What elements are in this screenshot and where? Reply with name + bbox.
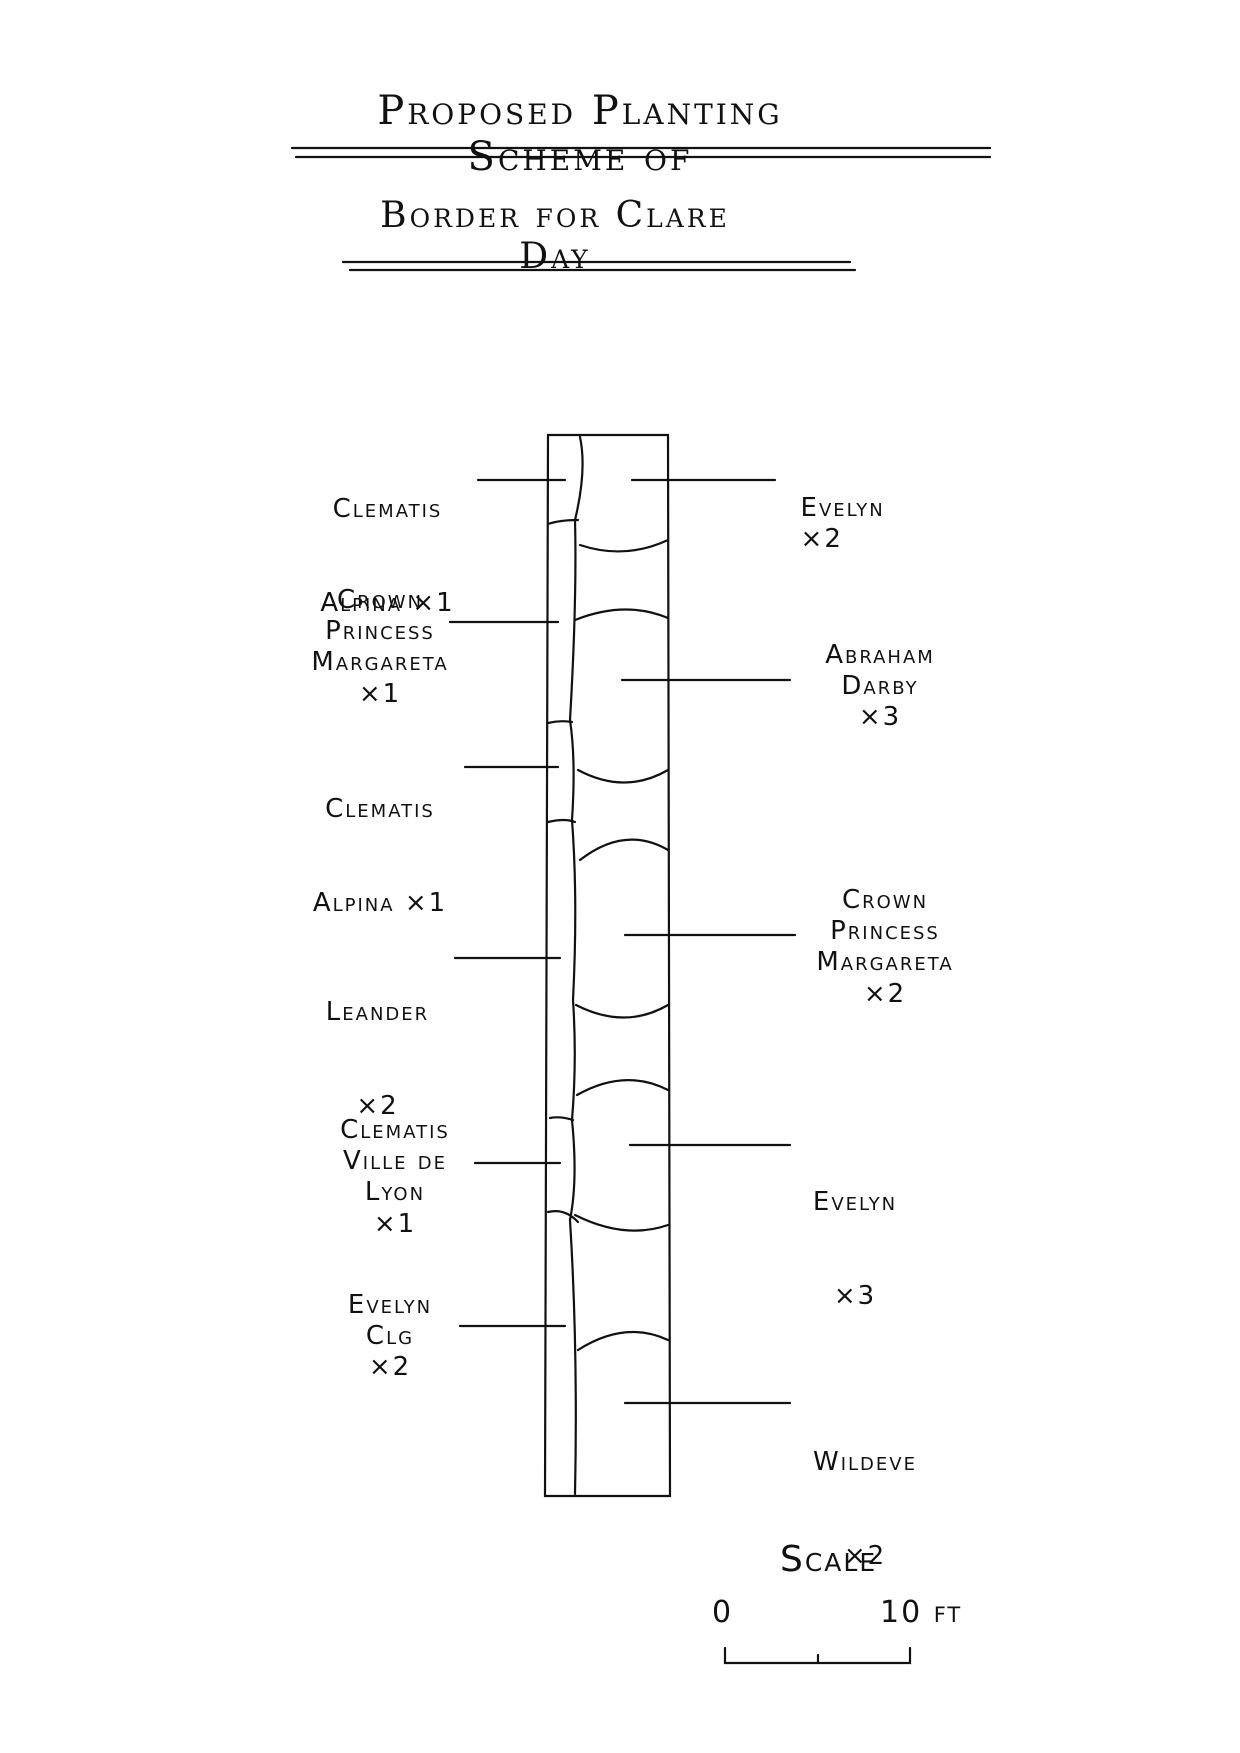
label-count: ×1 [373, 1208, 417, 1239]
label-count: ×3 [833, 1280, 877, 1311]
label-name: Clematis [332, 494, 443, 525]
label-right-crown-princess-margareta: Crown Princess Margareta ×2 [790, 885, 980, 1010]
label-name: Abraham Darby [825, 640, 935, 702]
label-count: ×2 [863, 978, 907, 1009]
left-division [548, 1116, 575, 1122]
label-count: ×2 [368, 1352, 412, 1383]
label-count: ×2 [800, 524, 843, 555]
label-left-clematis-ville-de-lyon: Clematis Ville de Lyon ×1 [320, 1115, 470, 1240]
label-right-evelyn-1: Evelyn ×2 [780, 462, 885, 556]
label-name: Crown Princess Margareta [816, 885, 954, 978]
label-name: Crown Princess Margareta [311, 585, 449, 678]
label-count: ×2 [843, 1540, 887, 1571]
scale-end: 10 ft [880, 1595, 963, 1630]
label-count: ×2 [356, 1090, 399, 1121]
right-division [576, 1330, 670, 1352]
label-name: Evelyn [800, 493, 885, 524]
left-division [546, 518, 580, 526]
right-division [576, 768, 670, 784]
right-division [578, 538, 670, 553]
right-division [578, 838, 670, 862]
label-count: Alpina ×1 [312, 887, 448, 918]
scale-start: 0 [712, 1595, 734, 1630]
label-name: Leander [325, 997, 430, 1028]
label-name: Evelyn Clg [347, 1290, 433, 1352]
label-left-evelyn-clg: Evelyn Clg ×2 [325, 1290, 455, 1384]
label-name: Evelyn [812, 1187, 898, 1218]
right-division [574, 1003, 670, 1019]
label-right-abraham-darby: Abraham Darby ×3 [795, 640, 965, 734]
label-left-clematis-alpina-1: Clematis Alpina ×1 [300, 432, 475, 650]
border-outline [543, 433, 672, 1498]
scale-label: Scale [780, 1539, 878, 1580]
label-left-clematis-alpina-2: Clematis Alpina ×1 [295, 732, 465, 950]
label-left-crown-princess-margareta: Crown Princess Margareta ×1 [300, 585, 460, 710]
right-division [573, 1213, 670, 1232]
label-count: ×3 [858, 702, 902, 733]
right-division [575, 1079, 670, 1097]
left-division [546, 720, 574, 725]
label-name: Wildeve [813, 1447, 917, 1478]
label-name: Clematis Ville de Lyon [340, 1115, 450, 1208]
label-right-evelyn-2: Evelyn ×3 [795, 1125, 915, 1343]
label-count: ×1 [358, 678, 402, 709]
right-division [573, 608, 670, 622]
left-division [546, 818, 577, 824]
label-name: Clematis [325, 794, 435, 825]
label-right-wildeve: Wildeve ×2 [790, 1385, 940, 1603]
left-division [546, 1210, 580, 1224]
label-count: Alpina ×1 [320, 587, 455, 618]
label-left-leander: Leander ×2 [305, 935, 450, 1153]
left-strip-edge [568, 435, 584, 1496]
